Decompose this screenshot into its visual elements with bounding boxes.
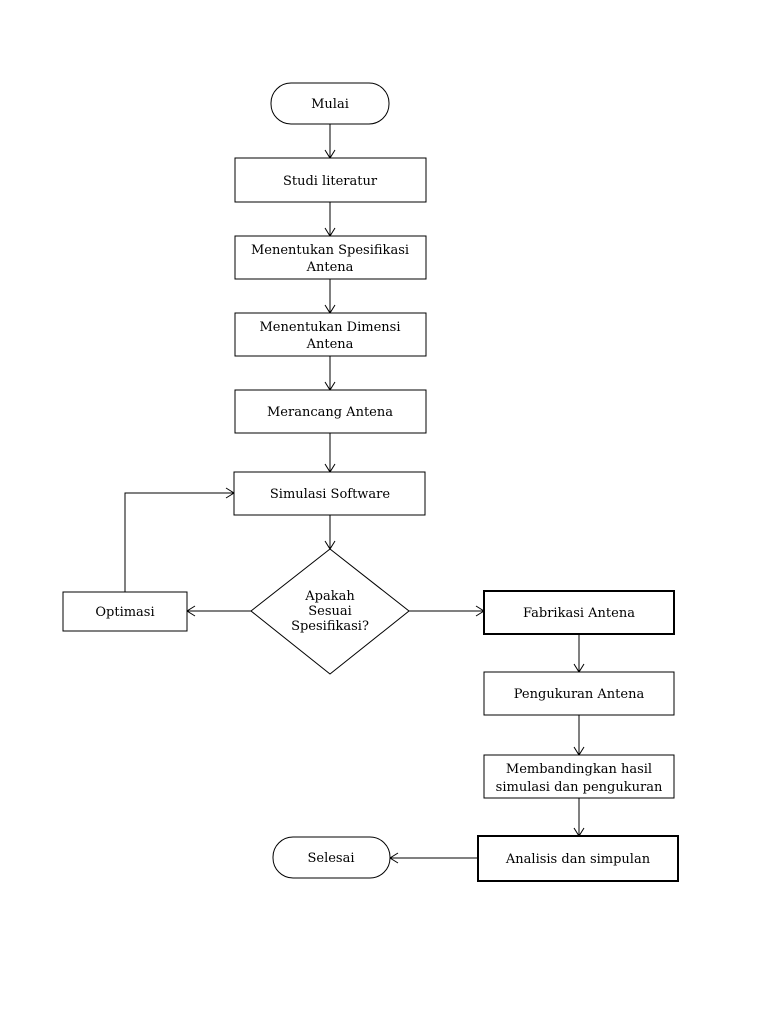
start-terminator (270, 82, 390, 125)
end-terminator (272, 836, 391, 879)
node-literature: Studi literatur (234, 157, 427, 203)
fabrication-label: Fabrikasi Antena (523, 606, 635, 621)
analysis-box (477, 835, 679, 882)
literature-box (234, 157, 427, 203)
end-label: Selesai (307, 851, 354, 866)
node-design: Merancang Antena (234, 389, 427, 434)
node-measurement: Pengukuran Antena (483, 671, 675, 716)
analysis-label: Analisis dan simpulan (505, 852, 651, 867)
flowchart-edges (124, 124, 585, 864)
node-compare: Membandingkan hasil simulasi dan penguku… (483, 754, 675, 799)
compare-label-line-2: simulasi dan pengukuran (496, 780, 663, 795)
measurement-box (483, 671, 675, 716)
dimension-label-line-1: Menentukan Dimensi (260, 320, 401, 335)
spec-box (234, 235, 427, 280)
decision-label-line-2: Sesuai (308, 604, 352, 619)
compare-box (483, 754, 675, 799)
node-start: Mulai (270, 82, 390, 125)
start-label: Mulai (311, 97, 349, 112)
design-label: Merancang Antena (267, 405, 393, 420)
design-box (234, 389, 427, 434)
node-spec: Menentukan Spesifikasi Antena (234, 235, 427, 280)
node-simulation: Simulasi Software (233, 471, 426, 516)
optimization-box (62, 591, 188, 632)
node-analysis: Analisis dan simpulan (477, 835, 679, 882)
spec-label-line-1: Menentukan Spesifikasi (251, 243, 409, 258)
node-dimension: Menentukan Dimensi Antena (234, 312, 427, 357)
simulation-box (233, 471, 426, 516)
node-decision: Apakah Sesuai Spesifikasi? (250, 548, 410, 675)
measurement-label: Pengukuran Antena (514, 687, 645, 702)
literature-label: Studi literatur (283, 174, 378, 189)
dimension-box (234, 312, 427, 357)
node-end: Selesai (272, 836, 391, 879)
fabrication-box (483, 590, 675, 635)
node-fabrication: Fabrikasi Antena (483, 590, 675, 635)
spec-label-line-2: Antena (306, 260, 354, 275)
compare-label-line-1: Membandingkan hasil (506, 762, 652, 777)
decision-diamond (250, 548, 410, 675)
edge-optimization-simulation (124, 492, 234, 592)
decision-label-line-3: Spesifikasi? (291, 619, 369, 634)
node-optimization: Optimasi (62, 591, 188, 632)
optimization-label: Optimasi (95, 605, 154, 620)
dimension-label-line-2: Antena (306, 337, 354, 352)
decision-label-line-1: Apakah (304, 589, 355, 604)
simulation-label: Simulasi Software (270, 487, 390, 502)
